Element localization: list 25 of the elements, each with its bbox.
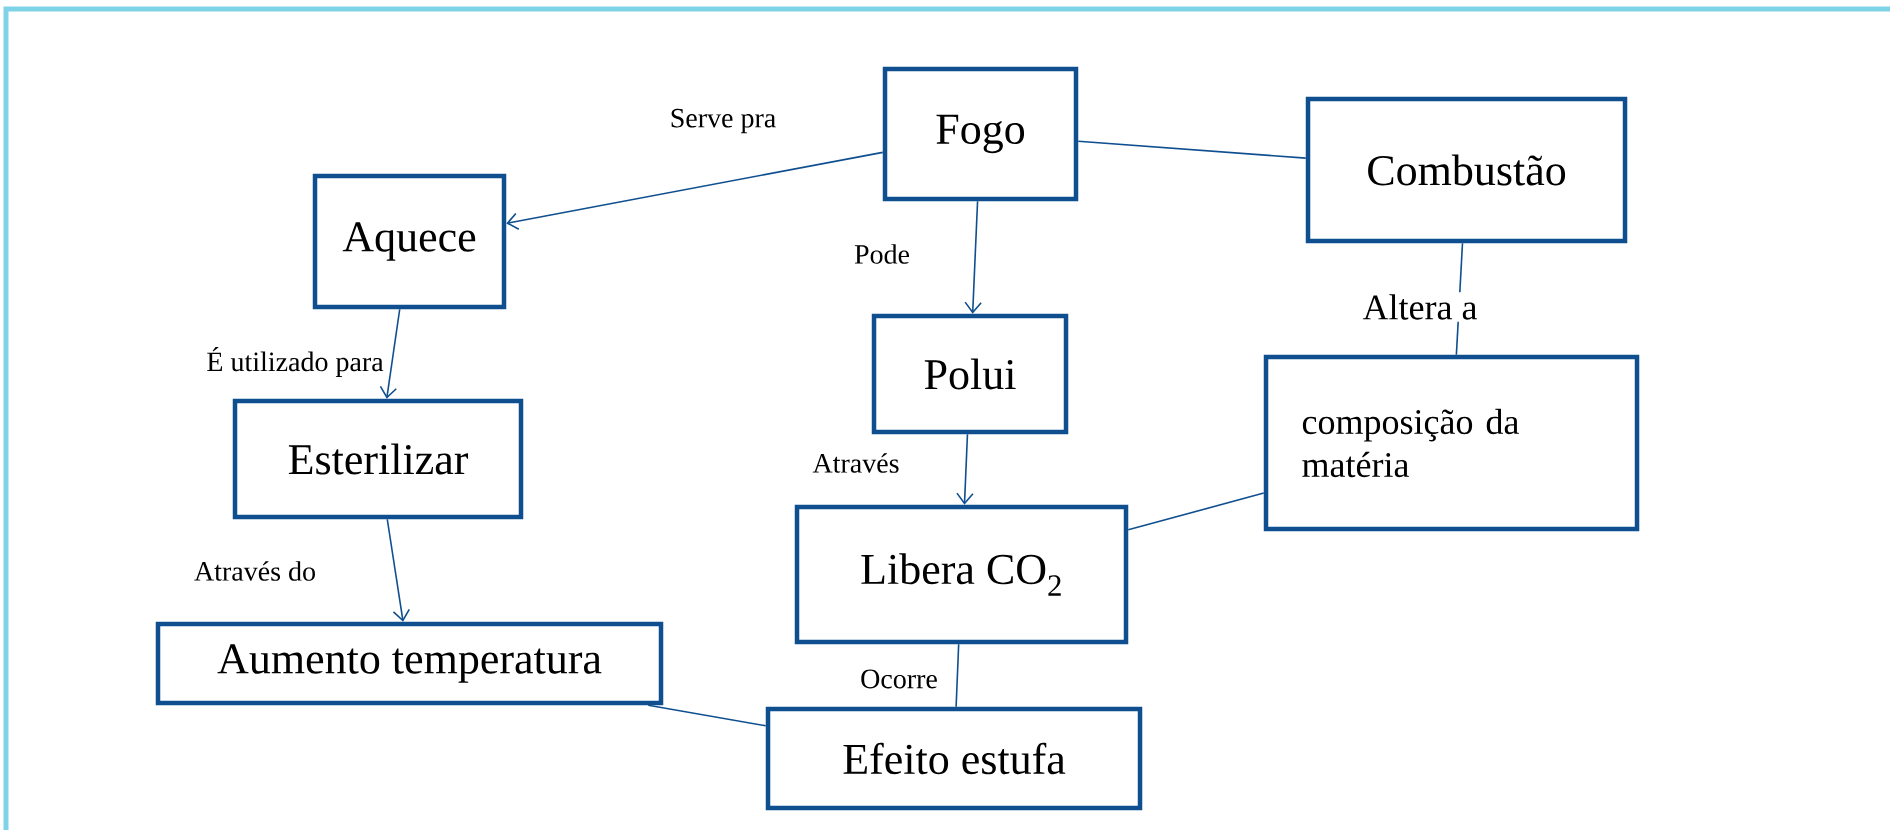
concept-box: Aumento temperatura [155, 621, 664, 706]
arrow [379, 308, 401, 399]
concept-box: Combustão [1305, 96, 1628, 244]
edge-label: Através do [191, 559, 319, 583]
edge-label: É utilizado para [204, 345, 386, 379]
connector-line [647, 704, 767, 727]
concept-box: Fogo [882, 66, 1079, 202]
edge-label: Altera a [1360, 292, 1480, 322]
connector-line [1077, 140, 1307, 159]
arrow [506, 151, 884, 230]
arrow [964, 200, 982, 314]
connector-line [955, 643, 960, 708]
concept-box: Esterilizar [232, 398, 524, 520]
concept-box: Libera CO$_{2}$ [794, 504, 1129, 645]
arrow [386, 518, 411, 622]
edge-label: Através [810, 451, 902, 475]
concept-box: Polui [871, 313, 1069, 435]
concept-box: Aquece [312, 173, 507, 310]
arrow [956, 433, 974, 505]
edge-label: Pode [852, 242, 912, 266]
concept-box: composição da matéria [1263, 354, 1640, 532]
concept-box: Efeito estufa [765, 706, 1143, 811]
connector-line [1127, 492, 1265, 531]
edge-label: Serve pra [667, 106, 779, 136]
edge-label: Ocorre [858, 667, 940, 691]
